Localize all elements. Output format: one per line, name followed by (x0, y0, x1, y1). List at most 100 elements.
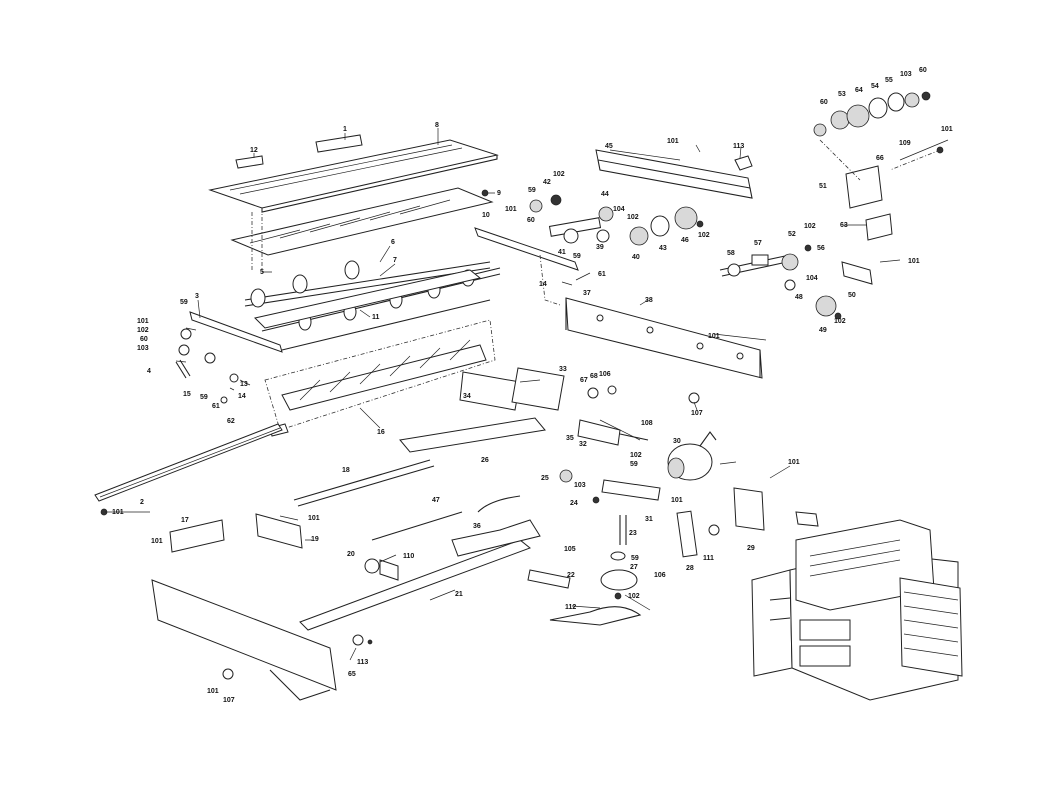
callout-label: 102 (137, 327, 149, 334)
callout-label: 38 (645, 297, 653, 304)
callout-label: 39 (596, 244, 604, 251)
bracket-32-35 (577, 419, 649, 446)
callout-label: 113 (733, 143, 744, 150)
callout-label: 59 (630, 461, 638, 468)
callout-label: 40 (632, 254, 640, 261)
callout-label: 52 (788, 231, 796, 238)
callout-label: 15 (183, 391, 191, 398)
callout-label: 27 (630, 564, 638, 571)
callout-label: 101 (207, 688, 219, 695)
callout-label: 58 (727, 250, 735, 257)
shaft-58-57 (719, 244, 873, 320)
callout-label: 106 (599, 371, 611, 378)
callout-label: 109 (899, 140, 911, 147)
callout-label: 4 (147, 368, 151, 375)
callout-label: 59 (573, 253, 581, 260)
callout-label: 2 (140, 499, 144, 506)
callout-label: 18 (342, 467, 350, 474)
callout-label: 102 (804, 223, 816, 230)
callout-label: 103 (900, 71, 912, 78)
callout-label: 44 (601, 191, 609, 198)
callout-label: 3 (195, 293, 199, 300)
callout-label: 14 (539, 281, 547, 288)
left-bracket (175, 311, 283, 404)
callout-label: 9 (497, 190, 501, 197)
motor-20 (364, 558, 399, 581)
callout-label: 107 (691, 410, 703, 417)
callout-label: 62 (227, 418, 235, 425)
callout-label: 12 (250, 147, 258, 154)
callout-label: 14 (238, 393, 246, 400)
callout-label: 64 (855, 87, 863, 94)
callout-label: 53 (838, 91, 846, 98)
callout-label: 111 (703, 555, 714, 562)
callout-label: 108 (641, 420, 653, 427)
callout-label: 105 (564, 546, 576, 553)
callout-label: 29 (747, 545, 755, 552)
callout-label: 56 (817, 245, 825, 252)
callout-label: 5 (260, 269, 264, 276)
callout-label: 103 (137, 345, 149, 352)
bottom-side-plate (151, 579, 337, 701)
copier-machine-illustration (751, 519, 963, 701)
long-rail (94, 423, 283, 516)
callout-label: 25 (541, 475, 549, 482)
callout-label: 101 (667, 138, 679, 145)
callout-label: 45 (605, 143, 613, 150)
guide-plate (230, 187, 494, 270)
callout-label: 59 (528, 187, 536, 194)
callout-label: 61 (598, 271, 606, 278)
callout-label: 60 (140, 336, 148, 343)
roller-shafts (244, 260, 501, 351)
callout-label: 37 (583, 290, 591, 297)
callout-label: 36 (473, 523, 481, 530)
callout-label: 106 (654, 572, 666, 579)
callout-label: 8 (435, 122, 439, 129)
callout-label: 50 (848, 292, 856, 299)
callout-label: 49 (819, 327, 827, 334)
callout-label: 24 (570, 500, 578, 507)
callout-label: 13 (240, 381, 248, 388)
lower-guide-frame (264, 319, 496, 437)
callout-label: 67 (580, 377, 588, 384)
board-28-bracket-29 (676, 487, 819, 558)
callout-label: 21 (455, 591, 463, 598)
callout-label: 30 (673, 438, 681, 445)
callout-label: 101 (671, 497, 683, 504)
callout-label: 102 (627, 214, 639, 221)
callout-label: 103 (574, 482, 586, 489)
part-113-bottom (352, 634, 373, 646)
callout-label: 102 (553, 171, 565, 178)
callout-label: 101 (941, 126, 953, 133)
callout-label: 66 (876, 155, 884, 162)
callout-label: 33 (559, 366, 567, 373)
callout-label: 57 (754, 240, 762, 247)
callout-label: 47 (432, 497, 440, 504)
callout-label: 112 (565, 604, 576, 611)
callout-label: 43 (659, 245, 667, 252)
callout-label: 101 (151, 538, 163, 545)
callout-label: 26 (481, 457, 489, 464)
callout-label: 63 (840, 222, 848, 229)
callout-label: 110 (403, 553, 414, 560)
callout-label: 17 (181, 517, 189, 524)
callout-label: 11 (372, 314, 380, 321)
callout-label: 101 (112, 509, 124, 516)
callout-label: 51 (819, 183, 827, 190)
motor-30 (667, 431, 717, 481)
callout-label: 101 (505, 206, 517, 213)
gear-pulley-stack (549, 469, 661, 626)
callout-label: 107 (223, 697, 235, 704)
callout-label: 65 (348, 671, 356, 678)
callout-labels: 1 8 12 9 6 7 5 11 3 59 101 102 60 103 4 … (112, 67, 953, 704)
flap-plates (399, 367, 617, 453)
callout-label: 48 (795, 294, 803, 301)
callout-label: 102 (628, 593, 640, 600)
callout-label: 102 (834, 318, 846, 325)
callout-label: 113 (357, 659, 368, 666)
callout-label: 102 (698, 232, 710, 239)
bottom-rail-21 (299, 519, 541, 631)
callout-label: 59 (180, 299, 188, 306)
callout-label: 104 (613, 206, 625, 213)
bracket-17-19 (169, 513, 303, 553)
